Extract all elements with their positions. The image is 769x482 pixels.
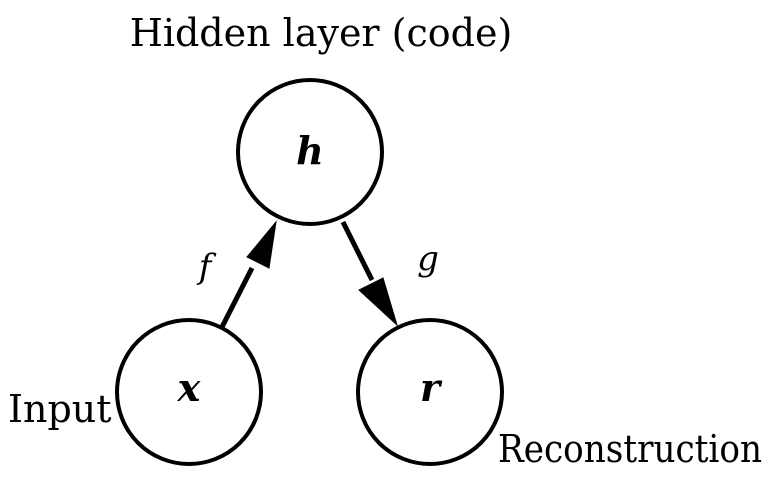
hidden-node-label: h <box>296 128 324 173</box>
hidden-layer-label: Hidden layer (code) <box>130 11 513 55</box>
decoder-arrowhead <box>358 277 398 327</box>
input-label: Input <box>8 387 112 431</box>
decoder-edge <box>340 220 375 282</box>
encoder-arrowhead <box>246 220 277 269</box>
decoder-edge-label: g <box>417 239 439 279</box>
hidden-node <box>236 78 384 226</box>
encoder-edge-label: f <box>196 247 217 287</box>
reconstruction-node-label: r <box>420 365 443 410</box>
encoder-edge <box>219 266 255 329</box>
input-node <box>115 318 263 466</box>
input-node-label: x <box>177 365 202 410</box>
reconstruction-label: Reconstruction <box>498 427 762 471</box>
reconstruction-node <box>356 318 504 466</box>
